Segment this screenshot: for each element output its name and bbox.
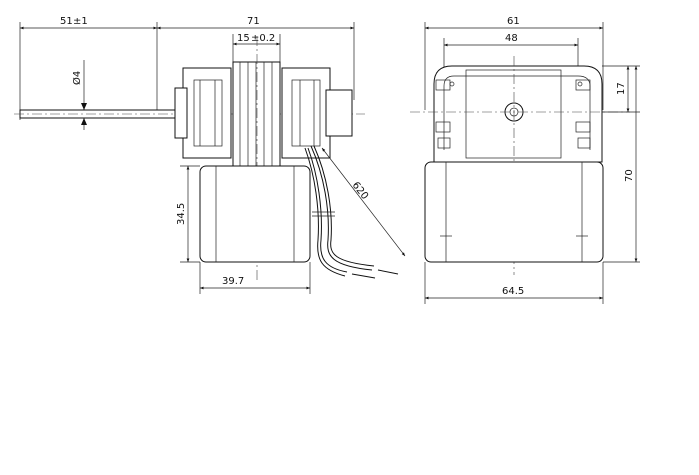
dim-shaft-length: 51 <box>60 16 73 27</box>
dim-bracket-width: 48 <box>505 33 518 44</box>
dim-stack-tol: ±0.2 <box>251 33 275 44</box>
coil <box>199 165 311 263</box>
side-view: 51 ±1 71 15 ±0.2 Ø4 <box>14 16 406 294</box>
dim-base-width: 64.5 <box>502 286 524 297</box>
bearing-right <box>281 67 331 159</box>
dim-stack-width: 15 <box>237 33 250 44</box>
dim-coil-height: 34.5 <box>176 203 187 225</box>
dim-bracket-height: 17 <box>616 82 627 95</box>
dim-coil-width: 39.7 <box>222 276 244 287</box>
front-coil <box>424 161 604 263</box>
front-view: 61 48 17 70 64 <box>410 16 640 304</box>
lead-wires <box>304 145 399 279</box>
dim-shaft-tol: ±1 <box>73 16 88 27</box>
dim-shaft-diameter: Ø4 <box>71 71 83 85</box>
bearing-left <box>182 67 232 159</box>
dim-front-width: 61 <box>507 16 520 27</box>
dim-line-lead-length <box>321 147 406 257</box>
dim-overall-length: 71 <box>247 16 260 27</box>
dim-lead-length: 620 <box>350 180 370 202</box>
dim-total-height: 70 <box>624 169 635 182</box>
